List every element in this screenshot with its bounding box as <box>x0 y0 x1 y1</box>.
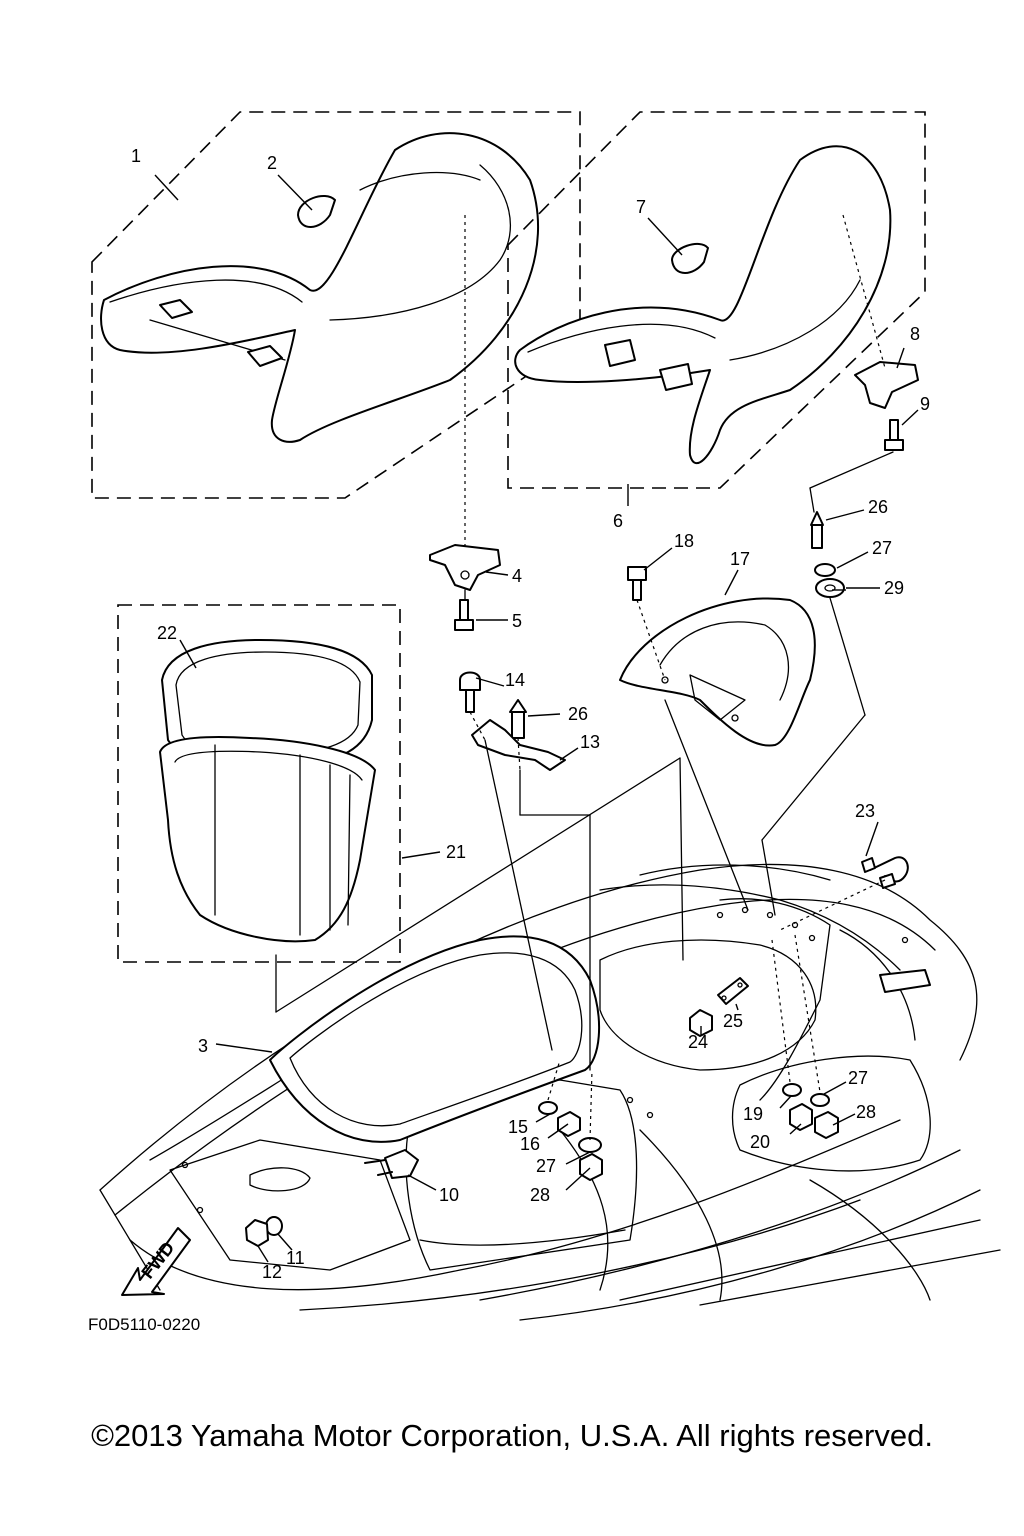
rear-seat-assembly <box>507 111 926 506</box>
callout-20: 20 <box>750 1132 770 1152</box>
callout-27b: 27 <box>848 1068 868 1088</box>
assembly-lines <box>275 214 894 1141</box>
front-seat-assembly <box>91 111 581 499</box>
callout-21: 21 <box>446 842 466 862</box>
leader-lines <box>257 347 919 1263</box>
callout-19: 19 <box>743 1104 763 1124</box>
fwd-arrow-icon: FWD <box>121 1227 191 1296</box>
callout-26a: 26 <box>868 497 888 517</box>
callout-9: 9 <box>920 394 930 414</box>
exploded-parts-diagram: FWD 1 2 3 4 5 6 7 8 9 10 11 12 13 14 15 … <box>88 111 1001 1334</box>
seal-frame <box>215 935 600 1143</box>
hull-deck <box>99 863 1001 1321</box>
callout-13: 13 <box>580 732 600 752</box>
callout-numbers: 1 2 3 4 5 6 7 8 9 10 11 12 13 14 15 16 1… <box>88 146 930 1334</box>
callout-29: 29 <box>884 578 904 598</box>
callout-2: 2 <box>267 153 277 173</box>
callout-23: 23 <box>855 801 875 821</box>
callout-3: 3 <box>198 1036 208 1056</box>
callout-10: 10 <box>439 1185 459 1205</box>
callout-24: 24 <box>688 1032 708 1052</box>
callout-25: 25 <box>723 1011 743 1031</box>
callout-11: 11 <box>286 1248 305 1268</box>
callout-15: 15 <box>508 1117 528 1137</box>
callout-8: 8 <box>910 324 920 344</box>
hardware <box>245 361 919 1247</box>
callout-5: 5 <box>512 611 522 631</box>
callout-12: 12 <box>262 1262 282 1282</box>
callout-6: 6 <box>613 511 623 531</box>
callout-7: 7 <box>636 197 646 217</box>
callout-1: 1 <box>131 146 141 166</box>
seat-base <box>619 569 816 747</box>
copyright-notice: ©2013 Yamaha Motor Corporation, U.S.A. A… <box>91 1418 933 1453</box>
callout-27a: 27 <box>872 538 892 558</box>
storage-bin-assembly <box>117 604 441 963</box>
callout-22: 22 <box>157 623 177 643</box>
callout-16: 16 <box>520 1134 540 1154</box>
callout-27c: 27 <box>536 1156 556 1176</box>
callout-18: 18 <box>674 531 694 551</box>
callout-26b: 26 <box>568 704 588 724</box>
callout-14: 14 <box>505 670 525 690</box>
callout-28b: 28 <box>530 1185 550 1205</box>
callout-28a: 28 <box>856 1102 876 1122</box>
callout-17: 17 <box>730 549 750 569</box>
figure-code: F0D5110-0220 <box>88 1315 200 1334</box>
callout-4: 4 <box>512 566 522 586</box>
